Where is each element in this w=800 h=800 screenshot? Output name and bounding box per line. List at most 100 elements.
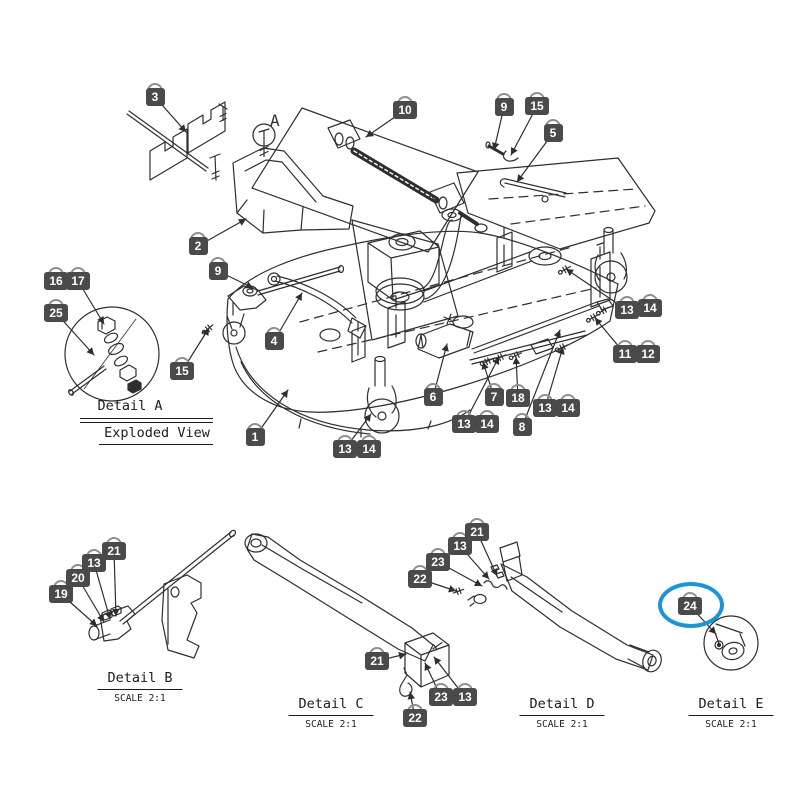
leader-arrowhead	[481, 362, 489, 370]
part-deflector	[456, 141, 656, 250]
callout-badge-18[interactable]: 18	[506, 389, 530, 407]
detail-d-part	[452, 541, 662, 673]
part-casters	[222, 226, 628, 434]
leader-arrowhead	[441, 344, 449, 352]
detail-b-title: Detail B	[97, 670, 183, 690]
leader-arrowhead	[566, 269, 574, 277]
callout-badge-11[interactable]: 11	[613, 345, 637, 363]
leader-arrowhead	[178, 124, 186, 132]
detail-a-title: Detail A	[97, 398, 163, 414]
leader-arrowhead	[202, 328, 209, 336]
part-hanger-frame	[209, 147, 354, 234]
leader-arrowhead	[238, 219, 246, 226]
callout-badge-15[interactable]: 15	[525, 97, 549, 115]
callout-badge-13[interactable]: 13	[82, 554, 106, 572]
callout-badge-12[interactable]: 12	[636, 345, 660, 363]
leader-line	[93, 562, 111, 620]
callout-badge-5[interactable]: 5	[543, 124, 563, 142]
detail-d-scale: SCALE 2:1	[536, 719, 588, 730]
detail-c-title: Detail C	[288, 696, 374, 716]
leader-arrowhead	[398, 651, 406, 660]
detail-a-subtitle: Exploded View	[104, 425, 210, 441]
callout-badge-9[interactable]: 9	[208, 262, 228, 280]
leader-arrowhead	[490, 568, 498, 576]
detail-d-title: Detail D	[519, 696, 605, 716]
leader-arrowhead	[280, 390, 288, 398]
detail-e-part	[703, 615, 759, 671]
part-deck-assembly	[226, 208, 619, 438]
detail-c-scale: SCALE 2:1	[305, 719, 357, 730]
leader-arrowhead	[112, 608, 120, 616]
callout-badge-19[interactable]: 19	[49, 585, 73, 603]
detail-a-rule	[99, 444, 213, 445]
part-mount-brackets	[126, 101, 228, 181]
leader-arrowhead	[512, 357, 521, 365]
leader-arrowhead	[89, 618, 97, 626]
detail-a-inset	[64, 306, 160, 402]
selection-highlight-ring	[658, 582, 724, 628]
marker-letter-a: A	[270, 111, 280, 130]
leader-arrowhead	[517, 174, 525, 182]
leader-arrowhead	[104, 611, 112, 619]
callout-badge-21[interactable]: 21	[465, 523, 489, 541]
callout-badge-21[interactable]: 21	[102, 542, 126, 560]
leader-arrowhead	[363, 414, 371, 422]
callout-badge-22[interactable]: 22	[403, 709, 427, 727]
leader-arrowhead	[86, 347, 94, 355]
callout-badge-22[interactable]: 22	[408, 570, 432, 588]
marker-a-circle	[252, 123, 276, 158]
detail-c-part	[244, 533, 450, 697]
leader-arrowhead	[448, 585, 456, 593]
leader-arrowhead	[491, 142, 500, 150]
callout-badge-13[interactable]: 13	[452, 415, 476, 433]
callout-badge-16[interactable]: 16	[44, 272, 68, 290]
leader-arrowhead	[595, 318, 603, 326]
leader-arrowhead	[474, 579, 482, 586]
leader-arrowhead	[434, 657, 442, 665]
callout-badge-14[interactable]: 14	[357, 440, 381, 458]
callout-badge-10[interactable]: 10	[393, 101, 417, 119]
callout-badge-13[interactable]: 13	[533, 399, 557, 417]
callout-badge-7[interactable]: 7	[484, 388, 504, 406]
leader-arrowhead	[97, 614, 104, 622]
callout-badge-25[interactable]: 25	[44, 304, 68, 322]
callout-badge-23[interactable]: 23	[429, 688, 453, 706]
leader-arrowhead	[407, 692, 416, 700]
leader-arrowhead	[481, 571, 489, 579]
leader-arrowhead	[295, 293, 302, 301]
leader-arrowhead	[510, 147, 518, 155]
callout-badge-14[interactable]: 14	[556, 399, 580, 417]
callout-badge-14[interactable]: 14	[475, 415, 499, 433]
callout-badge-13[interactable]: 13	[453, 688, 477, 706]
callout-badge-1[interactable]: 1	[245, 428, 265, 446]
callout-badge-21[interactable]: 21	[365, 652, 389, 670]
leader-line	[113, 550, 117, 617]
callout-badge-6[interactable]: 6	[423, 388, 443, 406]
callout-badge-13[interactable]: 13	[333, 440, 357, 458]
leader-arrowhead	[245, 281, 253, 289]
callout-badge-13[interactable]: 13	[448, 537, 472, 555]
detail-d-label: Detail D SCALE 2:1	[519, 693, 605, 730]
callout-badge-9[interactable]: 9	[494, 98, 514, 116]
callout-badge-15[interactable]: 15	[170, 362, 194, 380]
callout-badge-13[interactable]: 13	[615, 301, 639, 319]
callout-badge-2[interactable]: 2	[188, 237, 208, 255]
leader-arrowhead	[97, 316, 104, 324]
part-driveshaft	[251, 107, 488, 253]
callout-badge-8[interactable]: 8	[512, 418, 532, 436]
leader-arrowhead	[557, 347, 565, 355]
detail-e-title: Detail E	[688, 696, 774, 716]
callout-badge-3[interactable]: 3	[145, 88, 165, 106]
callout-badge-20[interactable]: 20	[66, 569, 90, 587]
callout-badge-4[interactable]: 4	[264, 332, 284, 350]
callout-badge-14[interactable]: 14	[638, 299, 662, 317]
leader-arrowhead	[492, 357, 500, 365]
callout-badge-23[interactable]: 23	[426, 553, 450, 571]
leader-arrowhead	[708, 626, 716, 634]
callout-badge-17[interactable]: 17	[66, 272, 90, 290]
detail-c-label: Detail C SCALE 2:1	[288, 693, 374, 730]
